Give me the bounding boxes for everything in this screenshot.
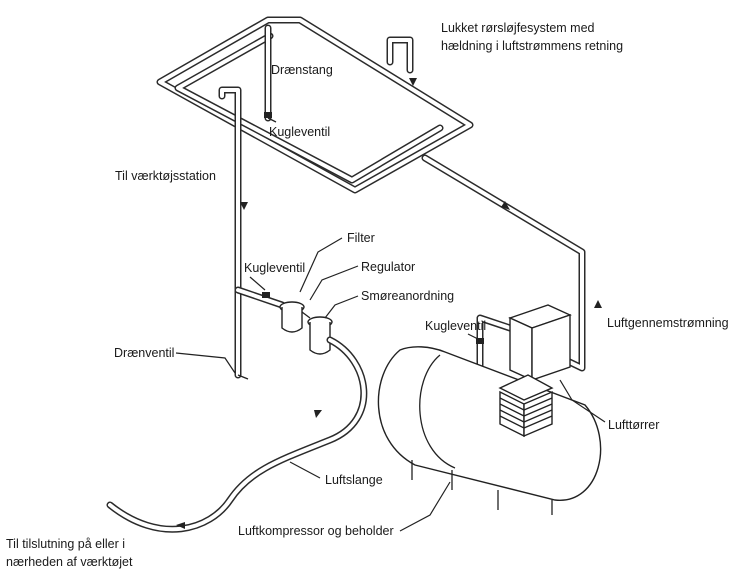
label-air-dryer: Lufttørrer — [608, 418, 660, 432]
label-ball-valve-top: Kugleventil — [269, 125, 331, 139]
air-hose — [106, 336, 368, 533]
drain-leg-pipe — [264, 24, 277, 123]
compressor-tank — [377, 346, 602, 515]
label-air-flow: Luftgennemstrømning — [607, 316, 729, 330]
label-drain-valve: Drænventil — [114, 346, 175, 360]
compressor-motor — [498, 374, 554, 438]
frl-unit — [279, 301, 333, 355]
leader-lines — [175, 237, 606, 532]
label-to-tool-station: Til værktøjsstation — [115, 169, 216, 183]
label-closed-loop-line1: Lukket rørsløjfesystem med — [441, 21, 595, 35]
label-tool-connection-line1: Til tilslutning på eller i — [6, 537, 126, 551]
label-filter: Filter — [347, 231, 375, 245]
ball-valve-symbols — [262, 112, 484, 344]
label-air-hose: Luftslange — [325, 473, 383, 487]
flow-arrows — [176, 78, 602, 529]
frl-branch-pipe — [234, 286, 286, 309]
label-compressor-tank: Luftkompressor og beholder — [238, 524, 394, 538]
label-lubricator: Smøreanordning — [361, 289, 455, 303]
label-drain-leg: Drænstang — [271, 63, 333, 77]
air-dryer-unit — [508, 304, 572, 382]
riser-right — [386, 36, 414, 74]
label-regulator: Regulator — [361, 260, 416, 274]
label-ball-valve-tank: Kugleventil — [425, 319, 487, 333]
overhead-loop-piping — [156, 16, 474, 194]
riser-left — [218, 86, 249, 380]
label-ball-valve-mid: Kugleventil — [244, 261, 306, 275]
label-tool-connection-line2: nærheden af værktøjet — [6, 555, 133, 569]
label-closed-loop-line2: hældning i luftstrømmens retning — [441, 39, 624, 53]
